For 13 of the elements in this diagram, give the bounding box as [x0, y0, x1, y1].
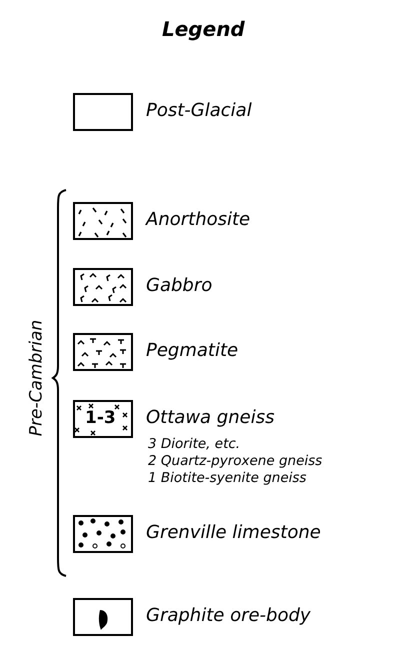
legend-text: Ottawa gneiss	[146, 408, 274, 428]
legend-subitem: 2 Quartz-pyroxene gneiss	[148, 454, 322, 469]
bracket-label: Pre-Cambrian	[28, 320, 46, 436]
legend-text: Grenville limestone	[146, 523, 321, 543]
swatch-label: 1-3	[85, 409, 116, 428]
legend-text: Gabbro	[146, 276, 212, 296]
legend-title: Legend	[162, 18, 245, 40]
legend-text: Anorthosite	[146, 210, 250, 230]
legend-subitem: 1 Biotite-syenite gneiss	[148, 471, 306, 486]
legend-text: Post-Glacial	[146, 101, 252, 121]
legend-text: Graphite ore-body	[146, 606, 311, 626]
legend-text: Pegmatite	[146, 341, 238, 361]
legend-subitem: 3 Diorite, etc.	[148, 437, 240, 452]
